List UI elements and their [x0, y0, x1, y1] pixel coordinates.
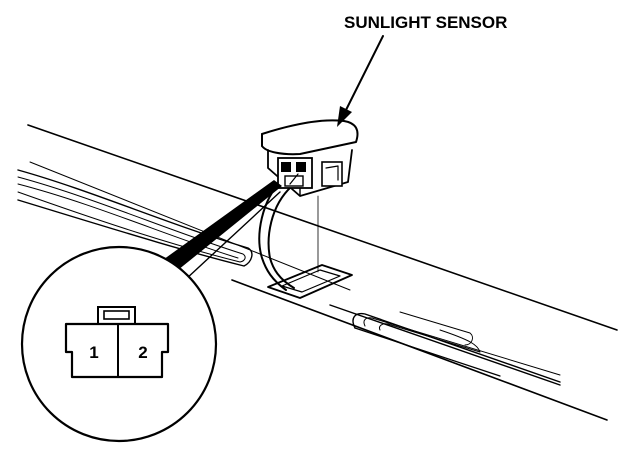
mounting-hole — [267, 264, 353, 299]
dashboard-panel — [17, 124, 618, 421]
sensor-connector — [277, 157, 313, 189]
terminal-1-label: 1 — [89, 343, 98, 362]
sensor-latch — [321, 161, 343, 187]
terminal-2-label: 2 — [138, 343, 147, 362]
connector-face: 1 2 — [64, 306, 170, 379]
harness-wire — [258, 179, 319, 291]
connector-inset: 1 2 — [20, 245, 218, 443]
callout-arrow — [337, 35, 384, 127]
inset-leader — [160, 180, 282, 293]
sunlight-sensor-label: SUNLIGHT SENSOR — [344, 13, 507, 32]
